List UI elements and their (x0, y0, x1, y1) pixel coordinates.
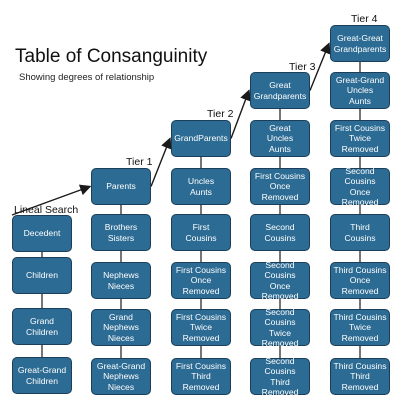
relationship-box: Grand Children (12, 308, 72, 345)
relationship-label: Great-Grand Children (17, 365, 67, 386)
relationship-label: Children (25, 270, 58, 281)
relationship-label: First Cousins Twice Removed (334, 122, 386, 154)
relationship-box: First Cousins Twice Removed (171, 309, 231, 346)
relationship-label: Great Grandparents (253, 80, 307, 101)
relationship-label: Great-Grand Nephews Nieces (96, 360, 146, 392)
relationship-label: Third Cousins Third Removed (333, 360, 387, 392)
diagram-title: Table of Consanguinity (15, 46, 208, 67)
relationship-label: First Cousins Once Removed (254, 170, 306, 202)
relationship-box: GrandParents (171, 120, 231, 157)
tier-arrow-4 (309, 42, 331, 91)
relationship-label: Parents (106, 181, 136, 192)
relationship-box: Great-Grand Children (12, 357, 72, 394)
tier-2-label: Tier 2 (207, 108, 234, 120)
relationship-box: Great-Great Grandparents (330, 25, 390, 62)
tier-4-label: Tier 4 (351, 13, 378, 25)
relationship-box: Second Cousins Once Removed (330, 165, 390, 208)
relationship-label: Second Cousins Twice Removed (261, 306, 299, 349)
relationship-box: First Cousins Once Removed (171, 262, 231, 299)
relationship-label: First Cousins Third Removed (175, 360, 227, 392)
tier-arrow-2 (150, 137, 172, 187)
relationship-label: Great Uncles Aunts (266, 122, 294, 154)
relationship-box: Great-Grand Uncles Aunts (330, 72, 390, 109)
tier-1-label: Tier 1 (126, 156, 153, 168)
relationship-box: Great-Grand Nephews Nieces (91, 358, 151, 395)
tier-arrow-1 (11, 184, 92, 216)
relationship-label: Nephews Nieces (103, 270, 139, 291)
relationship-box: Nephews Nieces (91, 262, 151, 299)
diagram-subtitle: Showing degrees of relationship (19, 72, 155, 83)
relationship-box: Second Cousins (250, 214, 310, 251)
relationship-box: Grand Nephews Nieces (91, 309, 151, 346)
relationship-label: First Cousins Once Removed (175, 264, 227, 296)
tier-3-label: Tier 3 (289, 61, 316, 73)
relationship-box: Decedent (12, 215, 72, 252)
relationship-box: Parents (91, 168, 151, 205)
relationship-label: Third Cousins Twice Removed (333, 311, 387, 343)
relationship-box: Third Cousins Twice Removed (330, 309, 390, 346)
relationship-label: GrandParents (174, 133, 228, 144)
relationship-box: Uncles Aunts (171, 168, 231, 205)
relationship-box: Third Cousins Once Removed (330, 262, 390, 299)
relationship-label: Grand Nephews Nieces (103, 311, 139, 343)
relationship-box: Third Cousins (330, 214, 390, 251)
relationship-box: Second Cousins Third Removed (250, 355, 310, 398)
relationship-label: Brothers Sisters (104, 222, 138, 243)
relationship-label: Second Cousins Once Removed (341, 165, 379, 208)
lineal-search-label: Lineal Search (14, 204, 79, 216)
relationship-label: First Cousins Twice Removed (175, 311, 227, 343)
relationship-box: Great Uncles Aunts (250, 120, 310, 157)
relationship-label: Second Cousins (264, 222, 296, 243)
relationship-box: First Cousins Twice Removed (330, 120, 390, 157)
relationship-label: Third Cousins (344, 222, 376, 243)
relationship-label: Grand Children (25, 316, 58, 337)
tier-arrow-3 (230, 89, 251, 139)
relationship-label: Great-Great Grandparents (333, 33, 387, 54)
relationship-box: Second Cousins Once Removed (250, 259, 310, 302)
relationship-label: First Cousins (185, 222, 217, 243)
relationship-label: Third Cousins Once Removed (333, 264, 387, 296)
relationship-box: First Cousins Third Removed (171, 358, 231, 395)
relationship-box: Great Grandparents (250, 72, 310, 109)
relationship-box: First Cousins Once Removed (250, 168, 310, 205)
relationship-box: Third Cousins Third Removed (330, 358, 390, 395)
relationship-label: Great-Grand Uncles Aunts (335, 74, 385, 106)
relationship-box: Second Cousins Twice Removed (250, 306, 310, 349)
relationship-box: Brothers Sisters (91, 214, 151, 251)
relationship-label: Decedent (23, 228, 61, 239)
relationship-label: Uncles Aunts (187, 176, 215, 197)
relationship-box: First Cousins (171, 214, 231, 251)
relationship-label: Second Cousins Third Removed (261, 355, 299, 398)
relationship-box: Children (12, 257, 72, 294)
relationship-label: Second Cousins Once Removed (261, 259, 299, 302)
